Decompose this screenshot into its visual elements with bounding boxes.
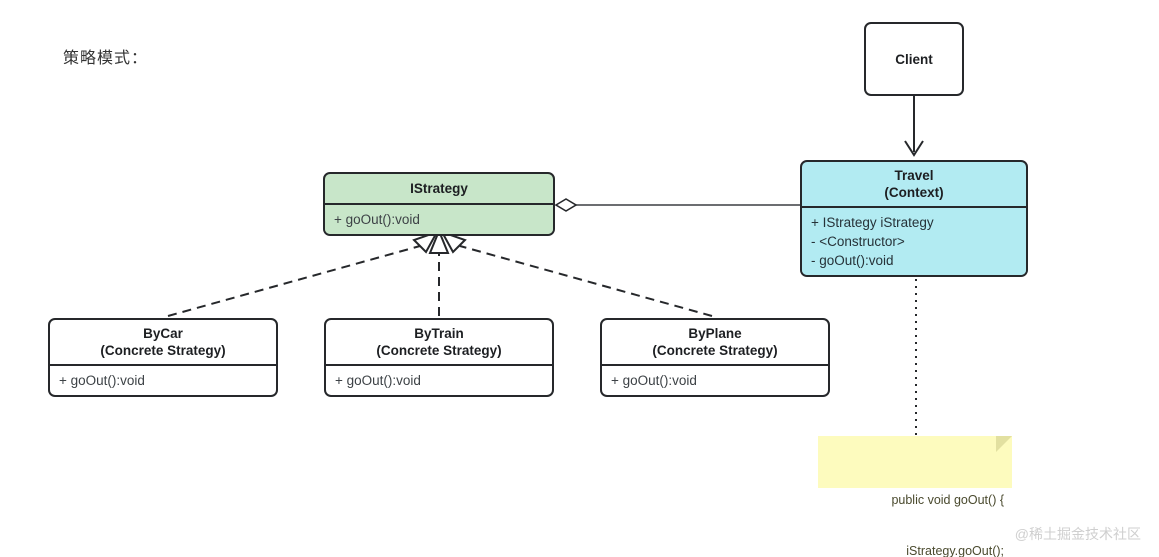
note-goout-implementation[interactable]: public void goOut() { iStrategy.goOut();… [818, 436, 1012, 557]
node-interface-members: + goOut():void [325, 205, 553, 234]
arrow-open-client-context [904, 140, 924, 157]
node-byplane-members: + goOut():void [602, 366, 828, 395]
node-client[interactable]: Client [864, 22, 964, 96]
node-context-member: + IStrategy iStrategy [811, 215, 934, 230]
node-bycar-name: ByCar [143, 326, 183, 341]
triangle-realization-byplane-icon [439, 230, 467, 254]
node-byplane[interactable]: ByPlane (Concrete Strategy) + goOut():vo… [600, 318, 830, 397]
node-bytrain-name: ByTrain [414, 326, 464, 341]
node-byplane-name: ByPlane [688, 326, 742, 341]
node-bytrain[interactable]: ByTrain (Concrete Strategy) + goOut():vo… [324, 318, 554, 397]
node-context-header: Travel (Context) [802, 162, 1026, 206]
node-interface-istrategy[interactable]: IStrategy + goOut():void [323, 172, 555, 236]
diamond-aggregation-icon [554, 198, 578, 212]
node-context-stereotype: (Context) [884, 185, 944, 200]
node-bytrain-divider [326, 364, 552, 366]
node-context-members: + IStrategy iStrategy - <Constructor> - … [802, 208, 1026, 275]
edge-bycar-to-interface [167, 245, 421, 317]
page-title: 策略模式： [63, 50, 149, 67]
node-interface-header: IStrategy [325, 174, 553, 203]
node-bytrain-stereotype: (Concrete Strategy) [376, 343, 502, 358]
node-context[interactable]: Travel (Context) + IStrategy iStrategy -… [800, 160, 1028, 277]
node-bytrain-member: + goOut():void [335, 373, 421, 388]
triangle-realization-bytrain-icon [428, 228, 450, 254]
node-byplane-stereotype: (Concrete Strategy) [652, 343, 778, 358]
note-fold-corner-icon [996, 436, 1012, 452]
node-context-member: - goOut():void [811, 253, 894, 268]
node-interface-member: + goOut():void [334, 212, 420, 227]
node-bycar-header: ByCar (Concrete Strategy) [50, 320, 276, 364]
node-context-member: - <Constructor> [811, 234, 905, 249]
node-context-name: Travel [894, 168, 934, 183]
note-line: iStrategy.goOut(); [906, 544, 1004, 557]
node-interface-divider [325, 203, 553, 205]
node-interface-name: IStrategy [410, 181, 468, 196]
node-byplane-member: + goOut():void [611, 373, 697, 388]
node-byplane-header: ByPlane (Concrete Strategy) [602, 320, 828, 364]
edge-byplane-to-interface [459, 245, 713, 317]
watermark: @稀土掘金技术社区 [1014, 526, 1141, 542]
node-bycar-divider [50, 364, 276, 366]
node-bycar-stereotype: (Concrete Strategy) [100, 343, 226, 358]
node-byplane-divider [602, 364, 828, 366]
node-client-label: Client [895, 51, 933, 67]
node-bycar[interactable]: ByCar (Concrete Strategy) + goOut():void [48, 318, 278, 397]
note-line: public void goOut() { [891, 493, 1004, 507]
triangle-realization-bycar-icon [412, 230, 440, 254]
node-bycar-member: + goOut():void [59, 373, 145, 388]
node-bycar-members: + goOut():void [50, 366, 276, 395]
node-context-divider [802, 206, 1026, 208]
node-bytrain-members: + goOut():void [326, 366, 552, 395]
node-bytrain-header: ByTrain (Concrete Strategy) [326, 320, 552, 364]
